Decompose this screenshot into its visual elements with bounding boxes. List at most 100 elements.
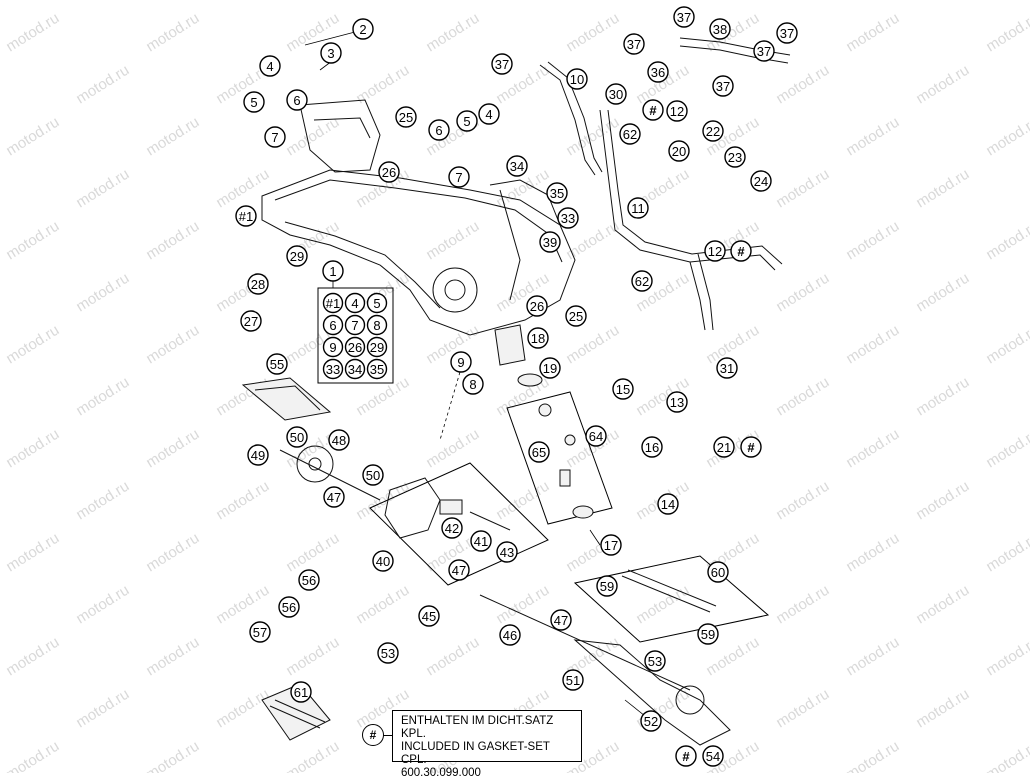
watermark-text: motod.ru: [213, 0, 272, 3]
callout-28-ring: [750, 170, 772, 192]
callout-73-ring: [278, 596, 300, 618]
callout-20-ring: [709, 18, 731, 40]
callout-4-ring: [286, 89, 308, 111]
callout-17-label: 62: [623, 127, 637, 142]
callout-78-label: 51: [566, 673, 580, 688]
set-grid-cell-11-ring: [366, 358, 388, 380]
callout-78-ring: [562, 669, 584, 691]
callout-75-ring: [377, 642, 399, 664]
callout-80-ring: [290, 681, 312, 703]
callout-13-ring: [566, 68, 588, 90]
watermark-text: motod.ru: [843, 530, 902, 576]
watermark-text: motod.ru: [73, 270, 132, 316]
callout-14-ring: [605, 83, 627, 105]
callout-74-label: 57: [253, 625, 267, 640]
callout-58-ring: [328, 429, 350, 451]
callout-11-ring: [478, 103, 500, 125]
pipe-10-drawing: [539, 61, 603, 176]
hose-38-drawing: [679, 37, 791, 64]
watermark-text: motod.ru: [843, 218, 902, 264]
callout-76-ring: [550, 609, 572, 631]
callout-17-ring: [619, 123, 641, 145]
watermark-text: motod.ru: [773, 62, 832, 108]
callout-55-ring: [740, 436, 762, 458]
watermark-text: motod.ru: [843, 634, 902, 680]
watermark-text: motod.ru: [983, 426, 1030, 472]
set-grid-cell-4-label: 7: [351, 318, 358, 333]
watermark-text: motod.ru: [983, 218, 1030, 264]
callout-33-ring: [235, 205, 257, 227]
callout-80-label: 61: [294, 685, 308, 700]
callout-52-label: 13: [670, 395, 684, 410]
seal-kit-box-64: [506, 391, 613, 525]
note-marker: #: [362, 724, 384, 746]
callout-38-ring: [286, 245, 308, 267]
callout-35-label: 12: [708, 244, 722, 259]
watermark-text: motod.ru: [843, 426, 902, 472]
callout-12-ring: [673, 6, 695, 28]
callout-62-label: 42: [445, 521, 459, 536]
callout-22-label: 37: [757, 44, 771, 59]
callout-41-label: 26: [530, 299, 544, 314]
frame-drawing: [261, 99, 576, 336]
watermark-text: motod.ru: [73, 374, 132, 420]
pump-52-drawing: [479, 594, 731, 746]
watermark-text: motod.ru: [913, 686, 972, 732]
watermark-text: motod.ru: [73, 0, 132, 3]
callout-0-label: 2: [359, 22, 366, 37]
set-grid-cell-0-label: #1: [326, 296, 340, 311]
watermark-text: motod.ru: [213, 582, 272, 628]
watermark-text: motod.ru: [913, 62, 972, 108]
callout-32-label: 39: [543, 235, 557, 250]
watermark-text: motod.ru: [3, 10, 62, 56]
callout-39-label: 28: [251, 277, 265, 292]
callout-42-ring: [565, 305, 587, 327]
callout-83-label: 54: [706, 749, 720, 764]
watermark-text: motod.ru: [283, 634, 342, 680]
callout-40-ring: [240, 310, 262, 332]
set-grid-cell-1-ring: [344, 292, 366, 314]
callout-12-label: 37: [677, 10, 691, 25]
watermark-text: motod.ru: [3, 738, 62, 773]
watermark-text: motod.ru: [143, 530, 202, 576]
watermark-text: motod.ru: [773, 686, 832, 732]
watermark-text: motod.ru: [3, 634, 62, 680]
callout-9-ring: [428, 119, 450, 141]
watermark-text: motod.ru: [773, 0, 832, 3]
watermark-text: motod.ru: [73, 582, 132, 628]
callout-16-label: 12: [670, 104, 684, 119]
callout-37-label: 62: [635, 274, 649, 289]
set-grid-cell-9-ring: [322, 358, 344, 380]
callout-29-label: 34: [510, 159, 524, 174]
callout-2-ring: [259, 55, 281, 77]
callout-21-ring: [776, 22, 798, 44]
set-grid-cell-5-label: 8: [373, 318, 380, 333]
callout-54-ring: [713, 436, 735, 458]
watermark-text: motod.ru: [983, 738, 1030, 773]
callout-39-ring: [247, 273, 269, 295]
callout-24-ring: [491, 53, 513, 75]
watermark-text: motod.ru: [913, 582, 972, 628]
set-grid-cell-2-ring: [366, 292, 388, 314]
watermark-text: motod.ru: [73, 478, 132, 524]
callout-35-ring: [704, 240, 726, 262]
callout-38-label: 29: [290, 249, 304, 264]
callout-75-label: 53: [381, 646, 395, 661]
callout-36-label: #: [737, 244, 745, 259]
callout-24-label: 37: [495, 57, 509, 72]
callout-2-label: 4: [266, 59, 273, 74]
callout-16-ring: [666, 100, 688, 122]
watermark-text: motod.ru: [283, 738, 342, 773]
watermark-text: motod.ru: [983, 322, 1030, 368]
gasket-set-grid: [317, 281, 394, 384]
callout-71-label: 45: [422, 609, 436, 624]
watermark-text: motod.ru: [983, 530, 1030, 576]
watermark-text: motod.ru: [563, 322, 622, 368]
watermark-text: motod.ru: [913, 374, 972, 420]
set-grid-cell-8-label: 29: [370, 340, 384, 355]
callout-15-ring: [642, 99, 664, 121]
set-grid-cell-4-ring: [344, 314, 366, 336]
callout-50-label: 65: [532, 445, 546, 460]
callout-23-ring: [647, 61, 669, 83]
